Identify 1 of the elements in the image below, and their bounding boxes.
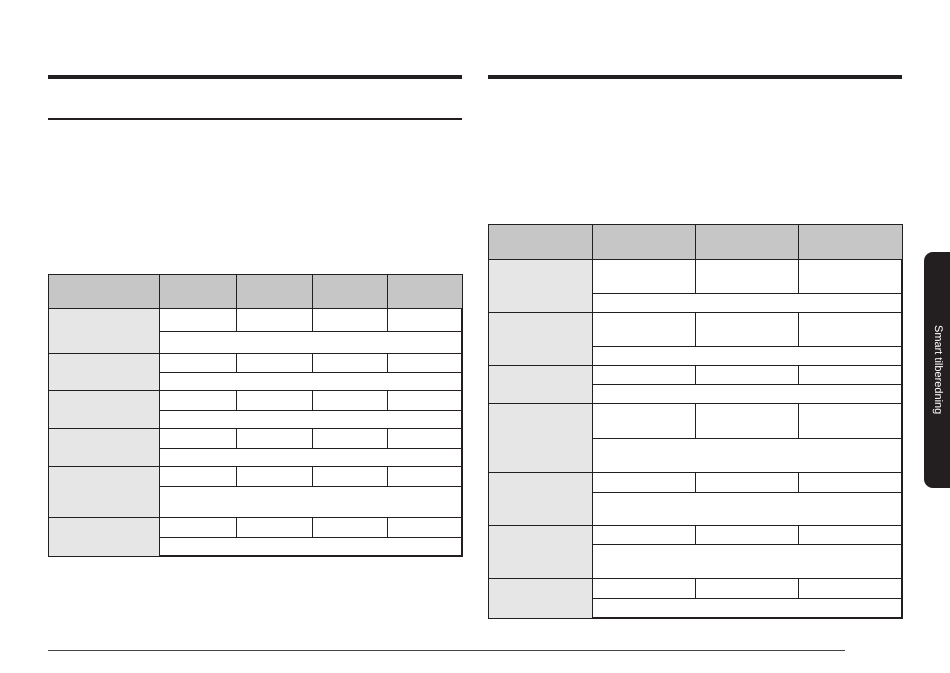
side-tab-label: Smart tilberedning <box>932 325 944 415</box>
